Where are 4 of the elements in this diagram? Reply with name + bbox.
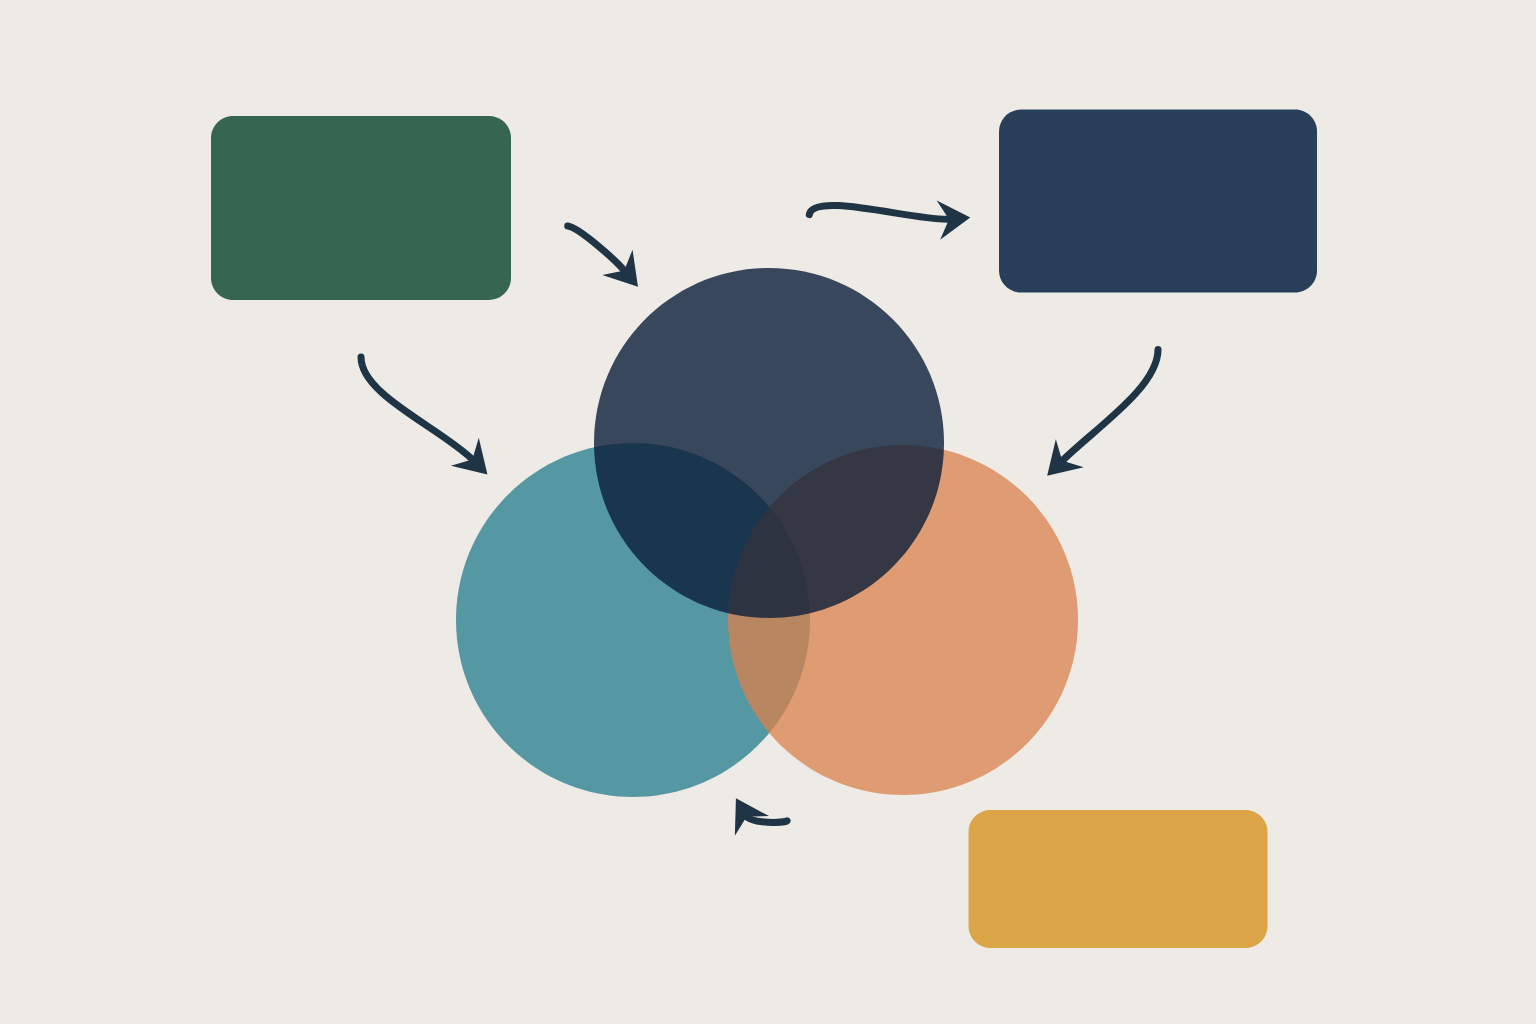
rounded-box [968,810,1268,948]
rounded-box [999,109,1317,293]
circle [594,268,944,618]
rounded-box [211,116,511,300]
